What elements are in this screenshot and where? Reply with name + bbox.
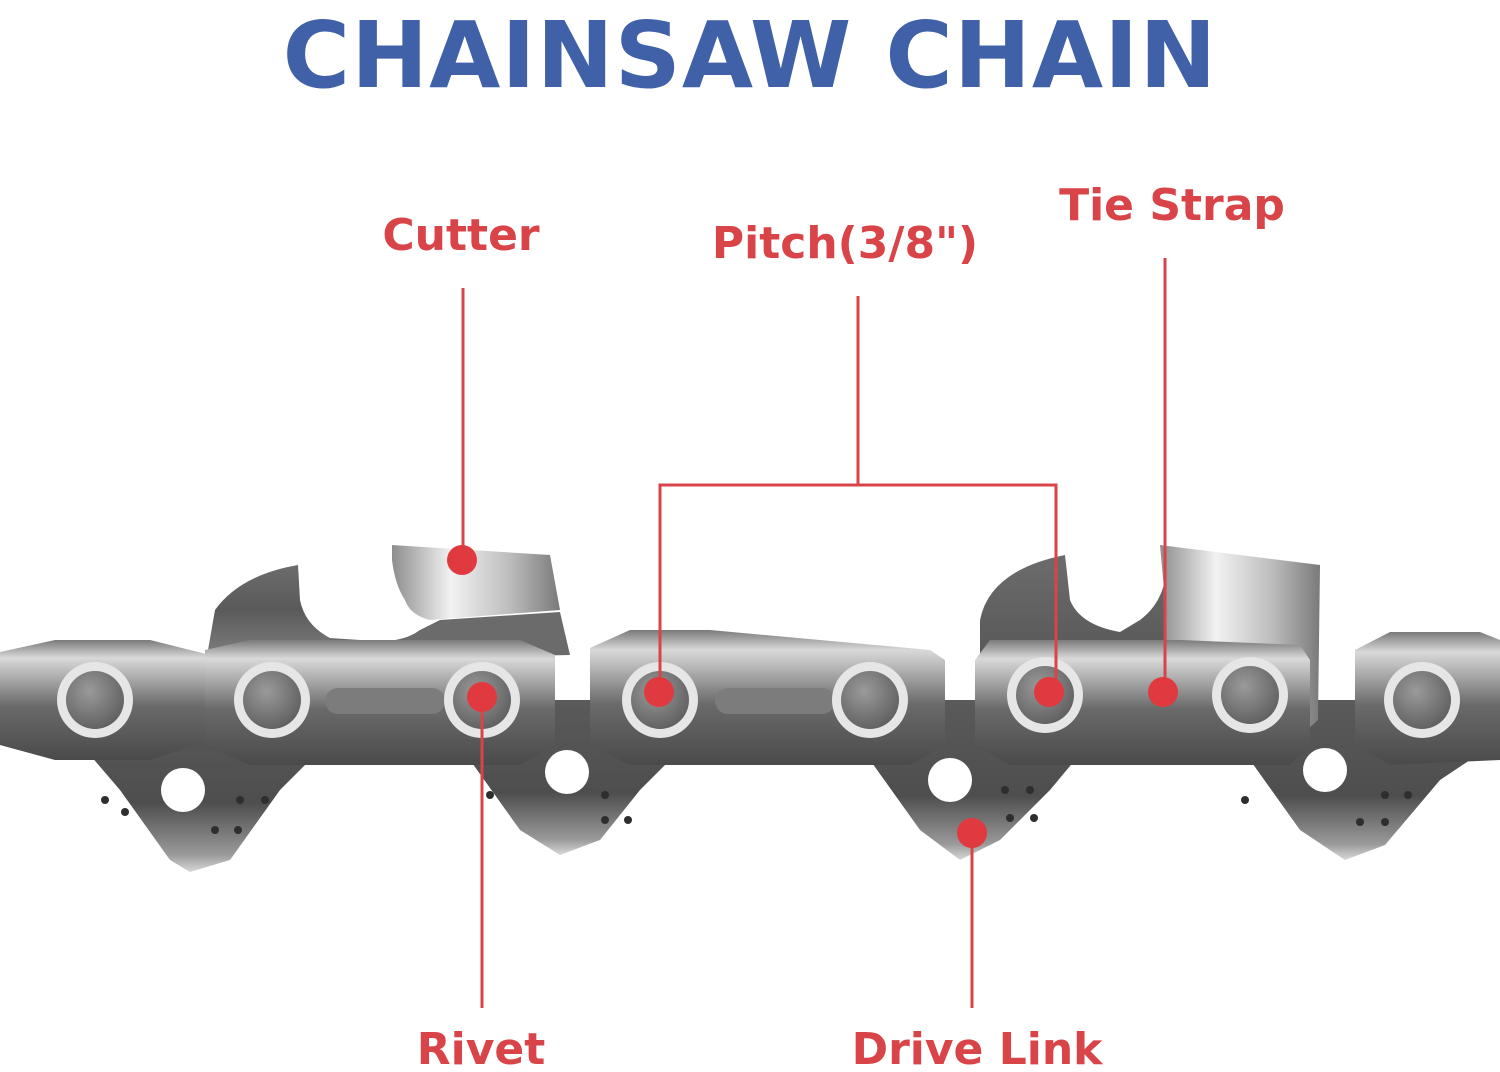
- pitch-leader-line-right: [858, 483, 1058, 692]
- drive-link-hole: [545, 750, 589, 794]
- rivet-label: Rivet: [416, 1024, 546, 1072]
- drive-link-label: Drive Link: [851, 1024, 1103, 1072]
- pitch-dot-left: [644, 677, 674, 707]
- drive-link-hole: [1303, 748, 1347, 792]
- cutter-dot: [447, 545, 477, 575]
- rivet: [57, 662, 133, 738]
- rivet: [832, 662, 908, 738]
- pitch-dot-right: [1034, 677, 1064, 707]
- pitch-leader-line: [658, 296, 860, 692]
- drive-link-hole: [928, 758, 972, 802]
- pitch-label: Pitch(3/8"): [711, 218, 979, 269]
- callout-dots: [447, 545, 1178, 848]
- cutter-label: Cutter: [382, 210, 540, 261]
- rivet: [1384, 662, 1460, 738]
- tie-strap-label: Tie Strap: [1059, 180, 1285, 231]
- page-title: CHAINSAW CHAIN: [282, 2, 1218, 109]
- callout-leaders: [461, 258, 1167, 1008]
- drive-link-hole: [161, 768, 205, 812]
- drive-link-dot: [957, 818, 987, 848]
- rivet: [1212, 657, 1288, 733]
- tie-strap-dot: [1148, 677, 1178, 707]
- rivet-dot: [467, 682, 497, 712]
- rivet: [234, 662, 310, 738]
